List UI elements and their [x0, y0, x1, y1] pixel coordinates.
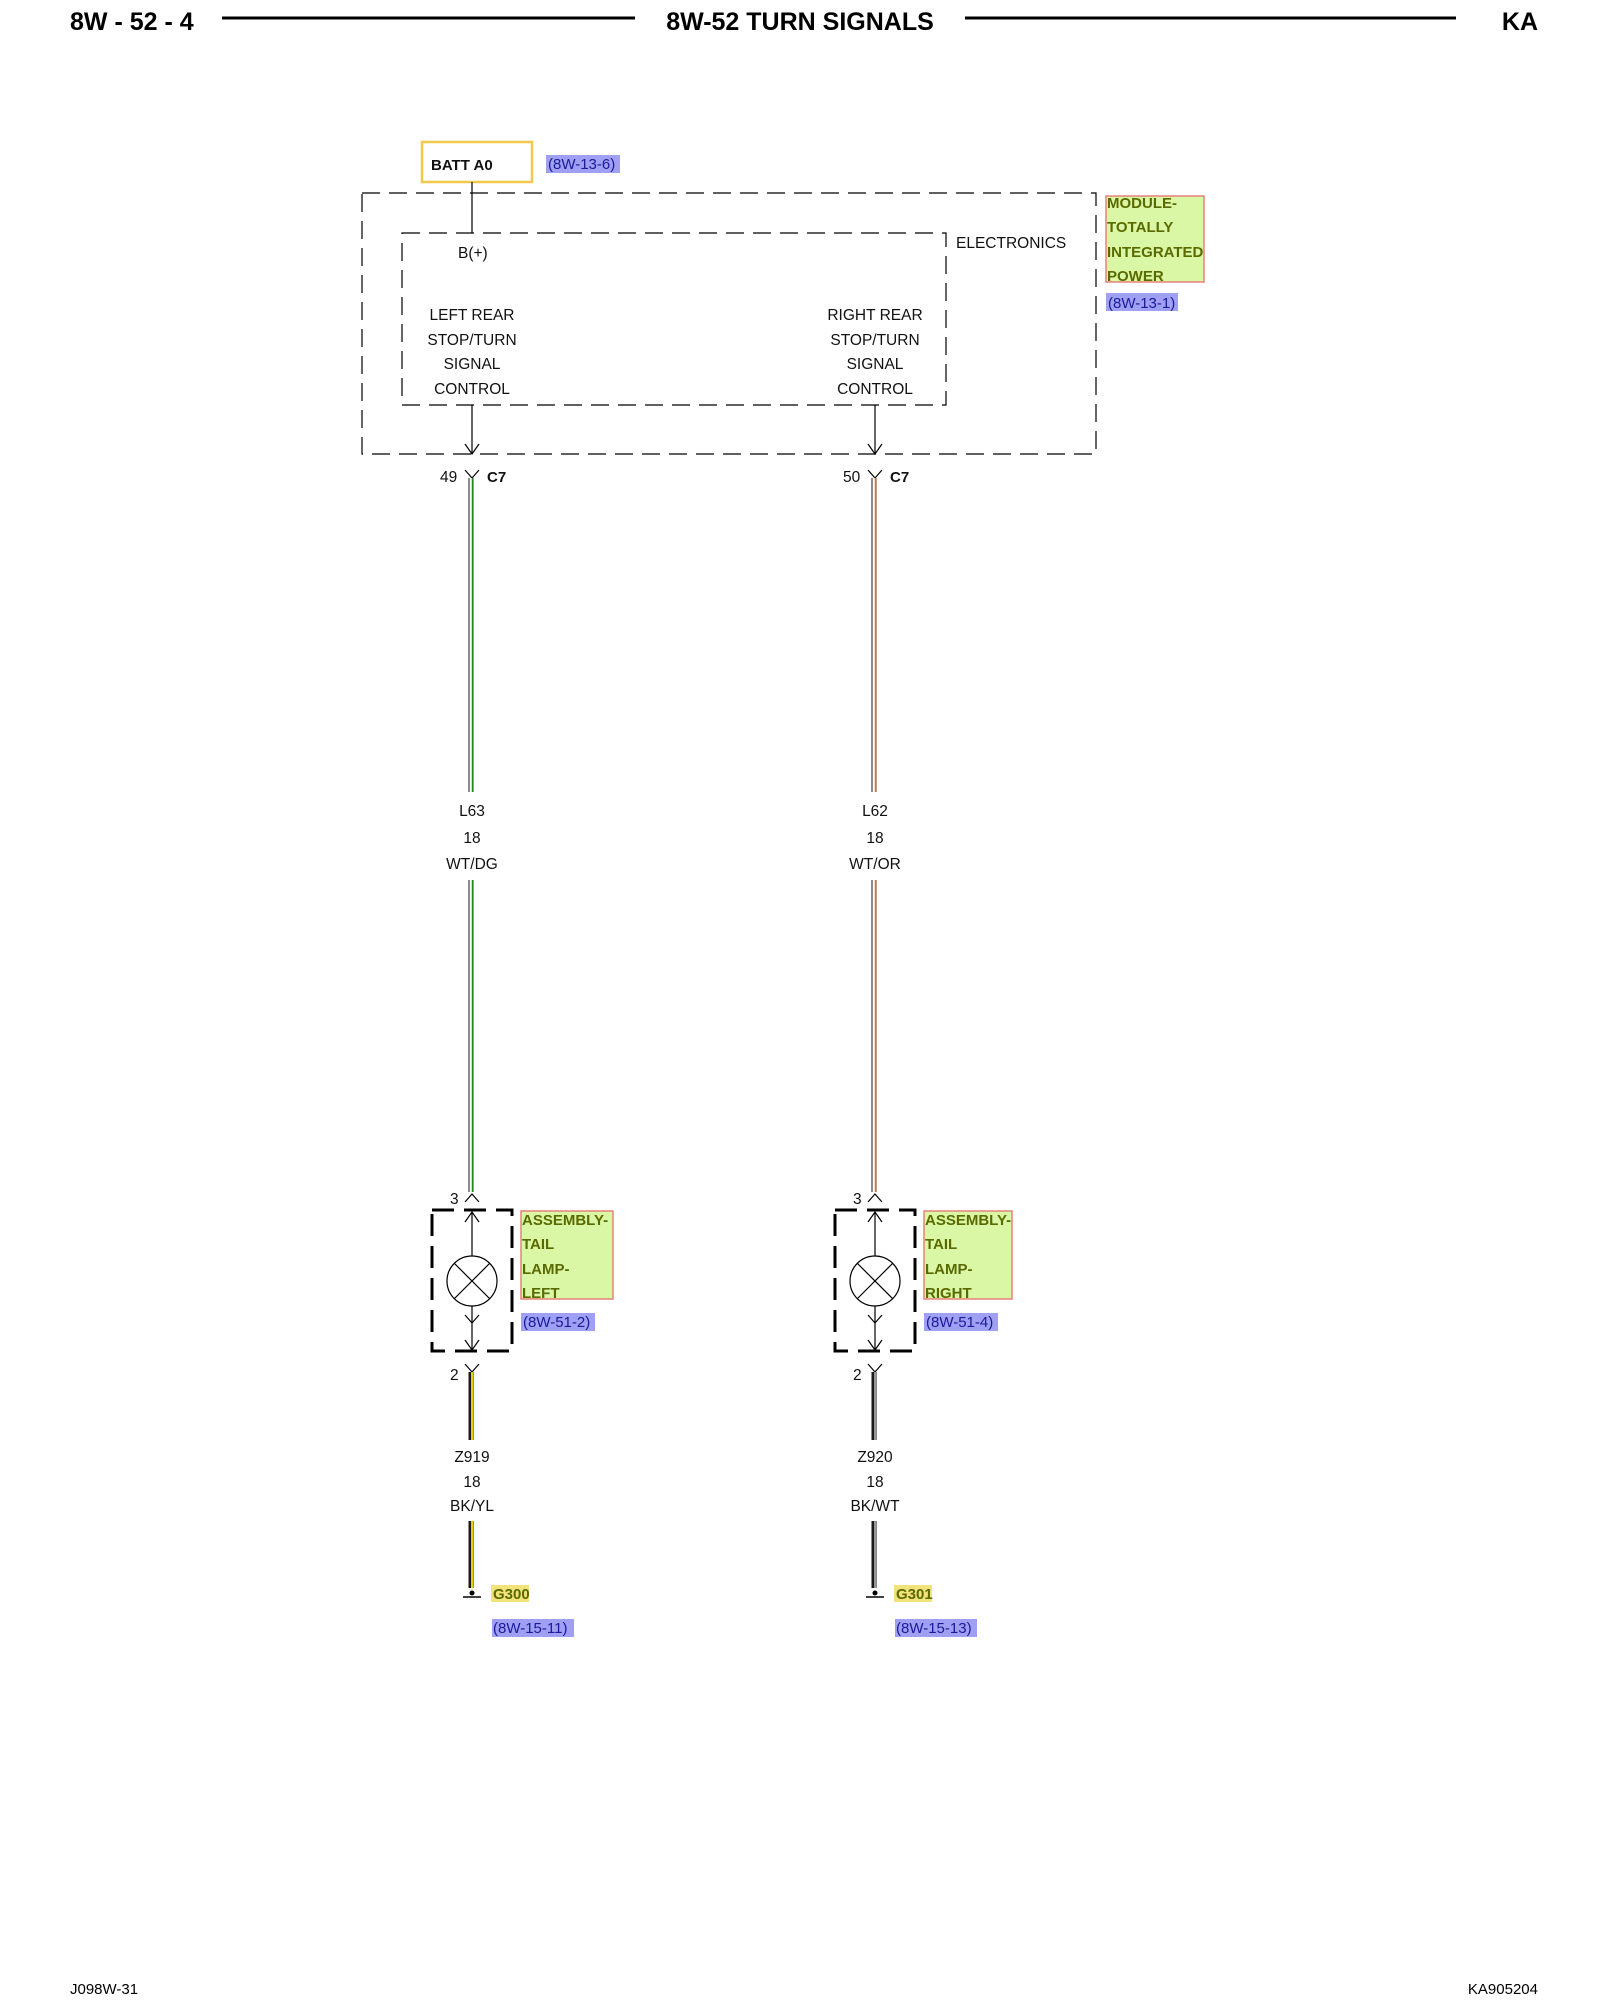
module-name-line-4: POWER: [1107, 268, 1164, 285]
electronics-boundary: [401, 232, 947, 406]
left-ground-highlight: [491, 1585, 529, 1602]
right-lamp-pin-out: 2: [853, 1367, 862, 1384]
left-lamp-arrow-top: [464, 1210, 480, 1223]
left-ground-ref-highlight: [492, 1619, 574, 1637]
module-ref-link[interactable]: (8W-13-1): [1108, 295, 1175, 312]
right-control-line-1: RIGHT REAR: [827, 307, 922, 324]
right-lamp-pin-in: 3: [853, 1191, 862, 1208]
left-circuit: 49 C7 L63 18 WT/DG 3 ASSEMBLY- TAIL LAMP…: [430, 405, 614, 1637]
left-ground-ref-link[interactable]: (8W-15-11): [493, 1620, 567, 1637]
right-lamp-ref-highlight: [924, 1313, 998, 1331]
right-lamp-bulb-cross-b: [856, 1262, 894, 1300]
right-connector-label: C7: [890, 469, 909, 486]
right-output-arrow: [867, 443, 883, 456]
right-connector-c7-symbol: [867, 469, 883, 479]
left-control-line-3: SIGNAL: [444, 356, 501, 373]
left-wire-color: WT/DG: [446, 856, 498, 873]
left-lamp-name-box: [520, 1210, 614, 1300]
right-lamp-arrow-bottom: [867, 1339, 883, 1352]
right-ground-wire-gauge: 18: [866, 1474, 883, 1491]
right-lamp-name-line-4: RIGHT: [925, 1285, 972, 1302]
batt-ref-link[interactable]: (8W-13-6): [548, 156, 615, 173]
module-name-line-1: MODULE-: [1107, 195, 1177, 212]
left-lamp-pin-out: 2: [450, 1367, 459, 1384]
right-ground-wire-id: Z920: [857, 1449, 893, 1466]
right-wire-color: WT/OR: [849, 856, 901, 873]
left-connector-label: C7: [487, 469, 506, 486]
left-lamp-pin-in: 3: [450, 1191, 459, 1208]
footer-page-code: KA905204: [1467, 1981, 1538, 1998]
right-lamp-ref-link[interactable]: (8W-51-4): [926, 1314, 993, 1331]
batt-source-label: BATT A0: [431, 157, 493, 174]
batt-source-box: [420, 140, 534, 184]
left-lamp-ref-highlight: [521, 1313, 595, 1331]
left-lamp-arrow-mid: [464, 1314, 480, 1324]
left-ground-label: G300: [493, 1586, 530, 1603]
left-lamp-name-line-2: TAIL: [522, 1236, 554, 1253]
left-lamp-bulb-cross-b: [453, 1262, 491, 1300]
battery-input-label: B(+): [458, 245, 488, 262]
module-boundary: [361, 192, 1097, 455]
left-connector-c7-symbol: [464, 469, 480, 479]
left-lamp-pin-in-symbol: [464, 1193, 480, 1203]
right-wire-gauge: 18: [866, 830, 883, 847]
model-code: KA: [1501, 8, 1538, 36]
page-title: 8W-52 TURN SIGNALS: [666, 8, 934, 36]
right-control-line-2: STOP/TURN: [830, 332, 919, 349]
right-ground-label: G301: [896, 1586, 933, 1603]
left-output-arrow: [464, 443, 480, 456]
left-ground-wire-color: BK/YL: [450, 1498, 494, 1515]
module-name-line-2: TOTALLY: [1107, 219, 1173, 236]
left-ground-wire-gauge: 18: [463, 1474, 480, 1491]
left-control-line-1: LEFT REAR: [430, 307, 515, 324]
right-control-line-4: CONTROL: [837, 381, 913, 398]
right-lamp-pin-out-symbol: [867, 1363, 883, 1373]
right-lamp-name-line-3: LAMP-: [925, 1261, 973, 1278]
right-ground-ref-link[interactable]: (8W-15-13): [896, 1620, 972, 1637]
left-ground-wire-id: Z919: [454, 1449, 489, 1466]
right-wire-id: L62: [862, 803, 888, 820]
right-control-line-3: SIGNAL: [847, 356, 904, 373]
right-lamp-pin-in-symbol: [867, 1193, 883, 1203]
right-ground-highlight: [894, 1585, 932, 1602]
left-wire-id: L63: [459, 803, 485, 820]
right-lamp-arrow-top: [867, 1210, 883, 1223]
page-number: 8W - 52 - 4: [70, 8, 194, 36]
left-control-line-2: STOP/TURN: [427, 332, 516, 349]
left-lamp-name-line-3: LAMP-: [522, 1261, 570, 1278]
left-ground-icon: [469, 1590, 475, 1596]
right-ground-icon: [872, 1590, 878, 1596]
left-lamp-ref-link[interactable]: (8W-51-2): [523, 1314, 590, 1331]
right-lamp-name-box: [923, 1210, 1013, 1300]
left-lamp-name-line-4: LEFT: [522, 1285, 560, 1302]
module-ref-highlight: [1106, 293, 1178, 311]
left-pin-number: 49: [440, 469, 457, 486]
right-lamp-arrow-mid: [867, 1314, 883, 1324]
module-name-box: [1105, 195, 1205, 283]
left-lamp-pin-out-symbol: [464, 1363, 480, 1373]
left-control-line-4: CONTROL: [434, 381, 510, 398]
right-ground-ref-highlight: [895, 1619, 977, 1637]
module-name-line-3: INTEGRATED: [1107, 244, 1204, 261]
footer-doc-id: J098W-31: [70, 1981, 139, 1998]
left-wire-gauge: 18: [463, 830, 480, 847]
left-lamp-name-line-1: ASSEMBLY-: [522, 1212, 608, 1229]
right-pin-number: 50: [843, 469, 861, 486]
right-ground-wire-color: BK/WT: [850, 1498, 900, 1515]
right-lamp-name-line-1: ASSEMBLY-: [925, 1212, 1011, 1229]
right-circuit: 50 C7 L62 18 WT/OR 3 ASSEMBLY- TAIL LAMP…: [833, 405, 1013, 1637]
left-lamp-arrow-bottom: [464, 1339, 480, 1352]
electronics-label: ELECTRONICS: [956, 235, 1066, 252]
batt-ref-highlight: [546, 155, 620, 173]
right-lamp-name-line-2: TAIL: [925, 1236, 957, 1253]
